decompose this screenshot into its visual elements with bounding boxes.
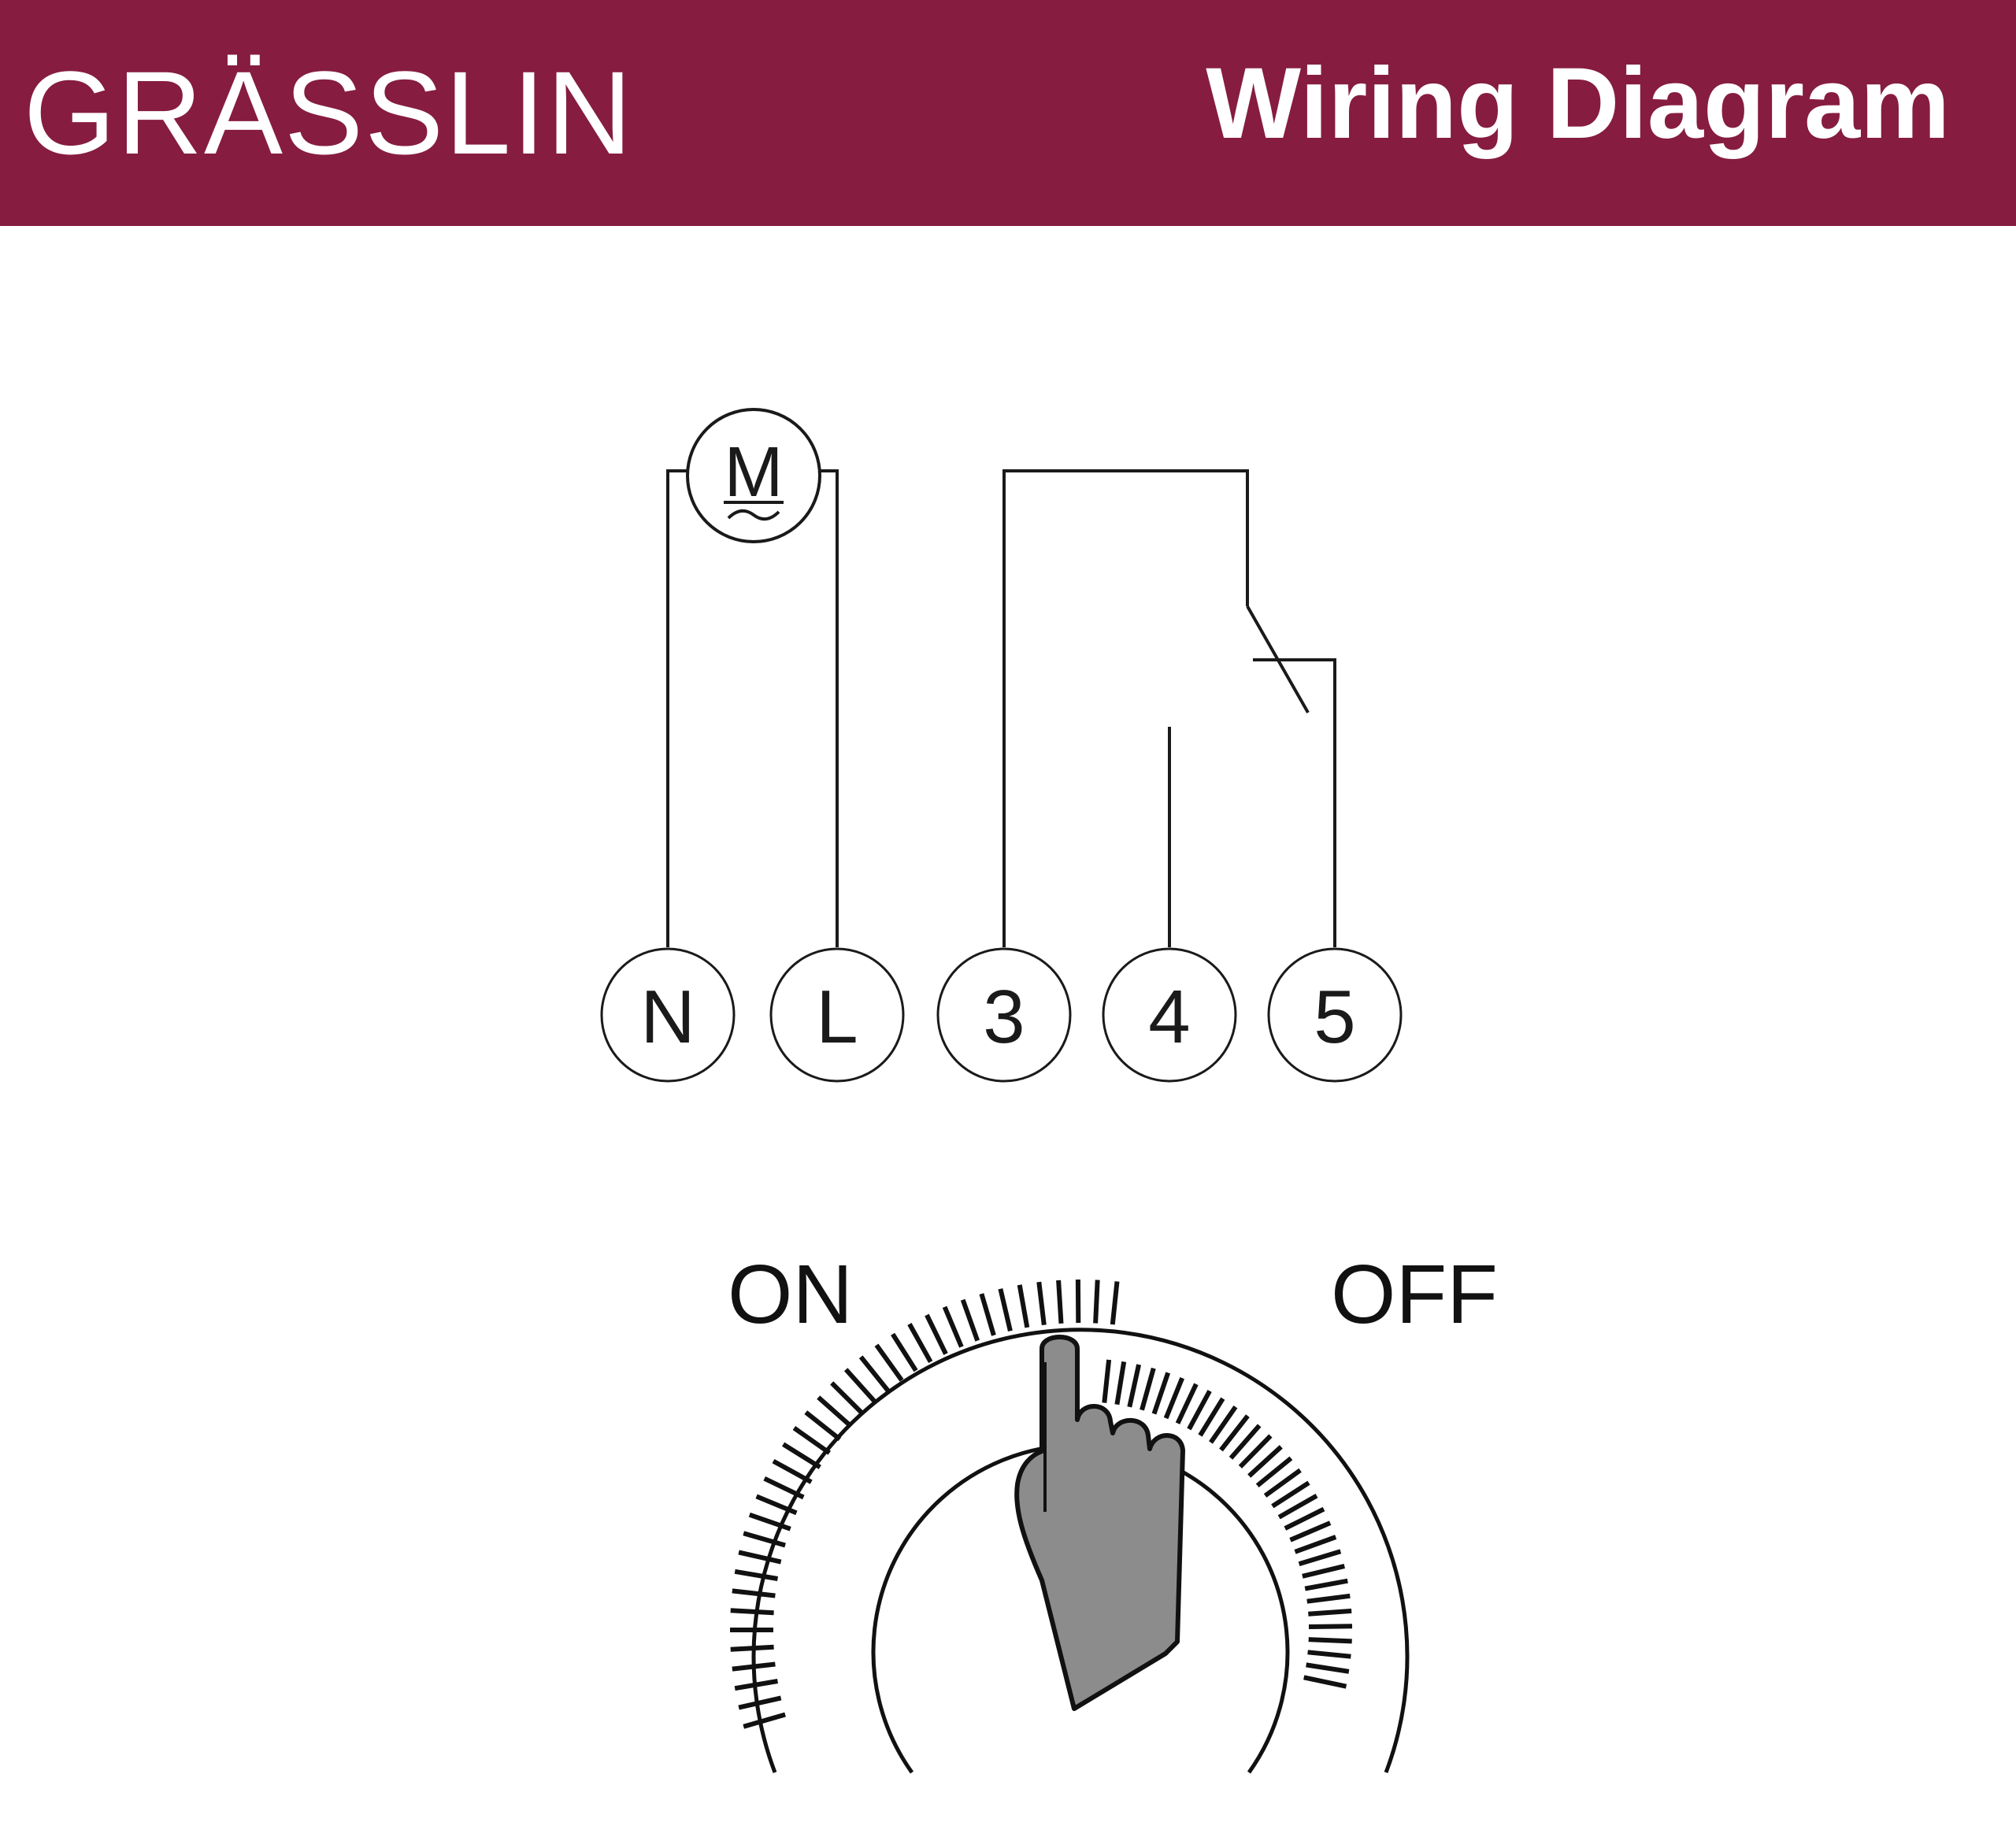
dial-tick (743, 1531, 786, 1548)
dial-tick (1228, 1424, 1262, 1460)
dial-tick (804, 1410, 842, 1442)
dial-tick (738, 1550, 782, 1565)
dial-tick (942, 1306, 964, 1348)
dial-tick (1271, 1480, 1310, 1509)
terminal-n-circle (600, 947, 736, 1083)
dial-tick (1140, 1367, 1156, 1411)
dial-tick (1151, 1372, 1171, 1415)
dial-tick-marks (730, 1279, 1353, 1729)
dial-tick (1017, 1284, 1030, 1328)
dial-tick (998, 1288, 1013, 1332)
dial-tick (1093, 1280, 1100, 1324)
dial-tick (1308, 1624, 1353, 1629)
dial-tick (732, 1588, 776, 1598)
dial-tick (1289, 1520, 1332, 1543)
terminal-n-label: N (640, 975, 695, 1059)
dial-tick (743, 1712, 786, 1729)
dial-tick (1209, 1405, 1238, 1444)
dial-on-label: ON (728, 1248, 853, 1341)
dial-tick (891, 1332, 918, 1372)
dial-tick (925, 1313, 948, 1355)
dial-tick (1304, 1578, 1348, 1591)
terminal-5: 5 (1267, 947, 1403, 1083)
ac-tilde-icon (727, 509, 780, 521)
dial-tick (763, 1476, 805, 1500)
dial-tick (792, 1426, 832, 1455)
motor-label: M (724, 433, 784, 512)
terminal-3-circle (936, 947, 1072, 1083)
dial-tick (730, 1644, 774, 1652)
dial-tick (734, 1569, 779, 1581)
terminal-l-label: L (816, 975, 858, 1059)
dial-tick (1298, 1549, 1342, 1567)
dial-tick (1307, 1650, 1351, 1659)
dial-tick (1238, 1434, 1273, 1469)
dial-tick (960, 1298, 980, 1342)
terminal-4: 4 (1102, 947, 1237, 1083)
dial-tick (1294, 1535, 1337, 1554)
dial-tick (1277, 1493, 1318, 1520)
terminal-n: N (600, 947, 736, 1083)
dial-tick (1187, 1390, 1212, 1431)
dial-tick (979, 1293, 996, 1336)
dial-tick (748, 1512, 791, 1532)
dial-tick (1163, 1376, 1184, 1420)
dial-tick (734, 1679, 779, 1691)
dial-tick (772, 1458, 813, 1484)
dial-tick (1302, 1563, 1346, 1579)
terminal-l-circle (769, 947, 905, 1083)
dial-tick (1308, 1608, 1352, 1617)
dial-tick (1110, 1281, 1120, 1325)
dial-tick (1175, 1383, 1199, 1424)
wire-3-common (1002, 469, 1249, 947)
dial-tick (1306, 1662, 1350, 1674)
dial-tick (1127, 1364, 1142, 1408)
terminal-l: L (769, 947, 905, 1083)
wire-5-contact (1253, 658, 1336, 947)
wire-n-to-motor (666, 469, 687, 947)
wires (666, 469, 1336, 947)
dial-tick (874, 1343, 904, 1382)
terminal-5-label: 5 (1314, 975, 1355, 1059)
dial-tick (1102, 1359, 1112, 1403)
dial-tick (782, 1442, 821, 1469)
dial-tick (1255, 1456, 1293, 1488)
dial-tick (1198, 1397, 1225, 1437)
dial-tick (1056, 1280, 1064, 1324)
brand-logo: GRÄSSLIN (24, 46, 634, 179)
terminal-4-label: 4 (1148, 975, 1190, 1059)
dial-tick (1306, 1593, 1351, 1604)
hand-pointer-icon (1014, 1335, 1185, 1711)
dial-tick (738, 1695, 782, 1710)
dial-tick (730, 1608, 774, 1616)
terminal-3-label: 3 (983, 975, 1025, 1059)
dial-tick (732, 1661, 776, 1672)
page-title: Wiring Diagram (1206, 47, 1950, 160)
dial-tick (830, 1381, 865, 1416)
dial-tick (858, 1355, 890, 1392)
dial-tick (1247, 1445, 1283, 1478)
motor-circle (686, 408, 821, 543)
dial-tick (1308, 1637, 1352, 1644)
dial-tick (1284, 1506, 1325, 1531)
wire-l-to-motor (821, 469, 839, 947)
dial-off-label: OFF (1331, 1248, 1498, 1341)
terminal-5-circle (1267, 947, 1403, 1083)
dial-tick (1036, 1281, 1047, 1326)
dial-tick (843, 1368, 877, 1404)
dial-tick (755, 1494, 798, 1516)
dial-tick (1303, 1675, 1347, 1689)
dial-tick (1114, 1361, 1127, 1406)
dial-tick (907, 1323, 933, 1364)
dial-tick (1219, 1414, 1250, 1452)
header-bar: GRÄSSLIN Wiring Diagram (0, 0, 2016, 226)
timer-dial: ON OFF (728, 1248, 1498, 1774)
dial-tick (1263, 1468, 1302, 1498)
terminal-3: 3 (936, 947, 1072, 1083)
dial-tick (817, 1395, 853, 1428)
motor-symbol: M (686, 408, 821, 543)
terminal-4-circle (1102, 947, 1237, 1083)
